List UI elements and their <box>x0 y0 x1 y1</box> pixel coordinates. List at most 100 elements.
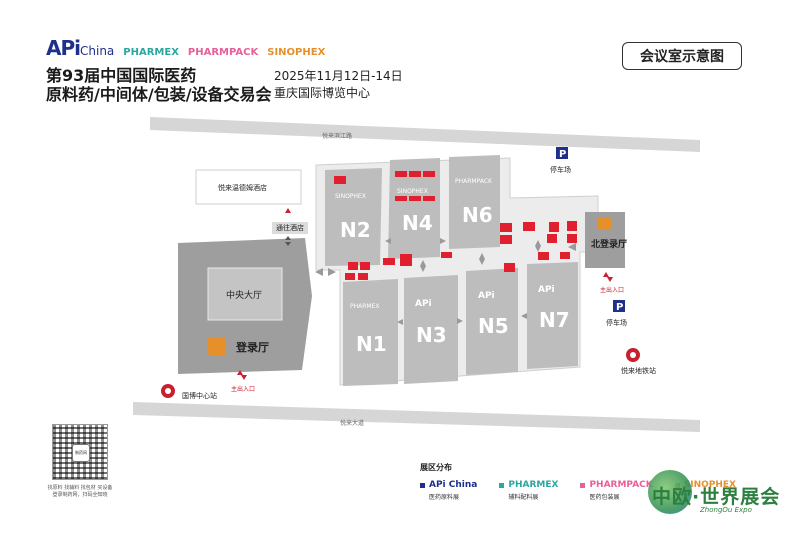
central-hall-label: 中央大厅 <box>226 289 262 301</box>
hall-n3-label: N3 <box>416 323 447 347</box>
arrow-updown-icon <box>285 236 291 246</box>
legend-sub: 医药包装展 <box>589 494 620 501</box>
hall-n2-logo: SINOPHEX <box>335 193 366 200</box>
parking-icon-right-glyph: P <box>616 302 623 313</box>
arrow-icon <box>568 243 576 251</box>
hotel-building <box>195 169 302 205</box>
hall-n6 <box>449 155 500 249</box>
meeting-room-marker <box>358 273 368 280</box>
meeting-room-marker <box>504 263 515 272</box>
meeting-room-marker <box>567 234 577 243</box>
hall-n7 <box>527 262 578 369</box>
arrow-up-icon <box>285 208 291 213</box>
sinophex-logo: SINOPHEX <box>267 47 326 58</box>
hall-n5-logo: APi <box>478 291 495 301</box>
hall-n3-logo: APi <box>415 299 432 309</box>
expo-globe-icon <box>648 470 692 514</box>
legend-title: 展区分布 <box>420 463 452 472</box>
meeting-room-marker <box>441 252 452 258</box>
road-north-label: 悦来滨江路 <box>322 132 352 140</box>
registration-hall-label: 登录厅 <box>235 340 269 354</box>
parking-right-label: 停车场 <box>606 318 627 327</box>
legend-name: PHARMPACK <box>589 480 653 490</box>
arrow-icon <box>457 318 463 324</box>
road-north <box>150 117 700 152</box>
registration-hall-icon <box>208 337 226 355</box>
meeting-room-map-badge: 会议室示意图 <box>622 42 742 70</box>
meeting-room-marker <box>383 258 395 265</box>
station-e-label: 悦来地铁站 <box>621 366 656 375</box>
qr-caption-line2: 登录制药网，扫码全知晓 <box>52 492 108 498</box>
hall-n7-logo: APi <box>538 285 555 295</box>
hall-n4-logo: SINOPHEX <box>397 188 428 195</box>
central-hall <box>207 267 283 321</box>
page-title-line1: 第93届中国国际医药 <box>46 66 197 85</box>
legend-item-pharmpack: PHARMPACK 医药包装展 <box>580 480 653 501</box>
entrance-arrow-icon <box>603 272 613 282</box>
meeting-room-marker <box>500 235 512 244</box>
parking-icon-top <box>556 147 568 159</box>
arrow-icon <box>521 313 527 319</box>
meeting-room-marker <box>395 171 407 177</box>
parking-top-label: 停车场 <box>550 165 571 174</box>
api-china-logo: APiChina <box>46 36 115 60</box>
meeting-room-marker <box>567 221 577 231</box>
meeting-room-marker <box>409 171 421 177</box>
hall-n7-label: N7 <box>539 308 570 332</box>
hall-n2 <box>325 168 382 266</box>
legend-sub: 医药原料展 <box>429 494 460 501</box>
legend-item-pharmex: PHARMEX 辅料配料展 <box>499 480 558 501</box>
road-south <box>133 402 700 432</box>
road-south-label: 悦来大道 <box>340 419 364 427</box>
hall-n6-logo: PHARMPACK <box>455 178 493 185</box>
hall-n4 <box>388 158 440 259</box>
hall-n2-label: N2 <box>340 218 371 242</box>
qr-caption-line1: 找原料 找辅料 找包材 买设备 <box>47 485 113 491</box>
hall-n1 <box>343 279 398 386</box>
page-title-line2: 原料药/中间体/包装/设备交易会 <box>46 85 272 104</box>
meeting-room-marker <box>423 171 435 177</box>
meeting-room-marker <box>345 273 355 280</box>
meeting-room-marker <box>360 262 370 270</box>
entrance-arrow-icon <box>237 370 247 380</box>
hall-n4-label: N4 <box>402 211 433 235</box>
arrow-icon <box>385 238 391 244</box>
arrow-icon <box>397 319 403 325</box>
meeting-room-marker <box>334 176 346 184</box>
arrow-icon <box>315 268 323 276</box>
legend-swatch <box>499 482 505 488</box>
expo-logo-name: 中欧·世界展会 <box>652 486 781 508</box>
meeting-room-marker <box>400 254 412 266</box>
hall-n5-label: N5 <box>478 314 509 338</box>
passage-arrows <box>315 238 576 325</box>
meeting-room-marker <box>538 252 549 260</box>
arrow-icon <box>420 266 426 272</box>
entrance-sw-label: 主出入口 <box>231 385 255 393</box>
arrow-icon <box>479 259 485 265</box>
meeting-room-marker <box>547 234 557 243</box>
meeting-room-marker <box>395 196 407 201</box>
to-hotel-box <box>272 222 308 234</box>
meeting-room-marker <box>409 196 421 201</box>
arrow-icon <box>420 260 426 266</box>
station-sw-label: 国博中心站 <box>182 391 217 400</box>
hall-n1-logo: PHARMEX <box>350 303 379 310</box>
north-hall-icon <box>598 217 611 230</box>
meeting-room-marker <box>348 262 358 270</box>
brand-logos: APiChina PHARMEX PHARMPACK SINOPHEX <box>46 36 326 60</box>
hall-n3 <box>404 275 458 384</box>
pharmex-logo: PHARMEX <box>123 47 179 58</box>
entrance-e-label: 主出入口 <box>600 286 624 294</box>
parking-icon-top-glyph: P <box>559 149 566 160</box>
hall-n1-label: N1 <box>356 332 387 356</box>
meeting-room-marker <box>549 222 559 232</box>
legend-swatch <box>420 482 425 488</box>
hotel-label: 悦来温德姆酒店 <box>218 183 267 192</box>
arrow-icon <box>479 253 485 259</box>
event-venue: 重庆国际博览中心 <box>274 86 371 100</box>
to-hotel-label: 通往酒店 <box>276 223 304 232</box>
hall-n5 <box>466 268 518 375</box>
north-hall-label: 北登录厅 <box>591 238 627 250</box>
legend-swatch <box>580 482 586 488</box>
